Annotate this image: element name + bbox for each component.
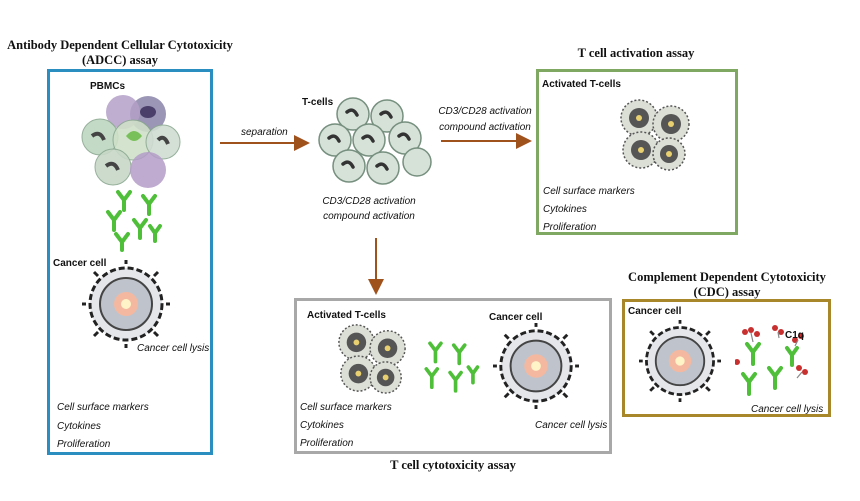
tcells-activation-line1: CD3/CD28 activation	[322, 196, 416, 207]
cytotoxicity-assay-box: Activated T-cells Cancer cell Cell surfa…	[294, 298, 612, 454]
antibody-group-icon	[106, 190, 162, 252]
adcc-readout-cytokines: Cytokines	[57, 421, 101, 432]
pbmc-cluster-icon	[81, 95, 181, 188]
adcc-readout-markers: Cell surface markers	[57, 402, 149, 413]
cancer-cell-icon	[82, 260, 170, 348]
cytotoxicity-cancer-label: Cancer cell	[489, 312, 543, 323]
tcells-label: T-cells	[302, 97, 334, 108]
adcc-title-line2: (ADCC) assay	[81, 53, 159, 67]
cytotoxicity-lysis-label: Cancer cell lysis	[535, 420, 608, 431]
activated-tcell-cluster-icon	[620, 99, 690, 171]
cytotoxicity-readout-markers: Cell surface markers	[300, 402, 392, 413]
activation-arrow-text: CD3/CD28 activation compound activation	[432, 106, 538, 133]
cdc-title-line1: Complement Dependent Cytotoxicity	[628, 270, 826, 284]
c1q-label: C1q	[785, 330, 804, 341]
cdc-antibody-c1q-icon	[735, 325, 808, 396]
tcell-cluster-icon	[318, 97, 432, 185]
cdc-title: Complement Dependent Cytotoxicity (CDC) …	[610, 270, 844, 300]
cytotoxicity-assay-title: T cell cytotoxicity assay	[390, 458, 516, 472]
cytotoxicity-cancer-cell-icon	[493, 323, 579, 409]
activation-arrow-line1: CD3/CD28 activation	[438, 106, 532, 117]
cytotoxicity-readout-cytokines: Cytokines	[300, 420, 344, 431]
cdc-lysis-label: Cancer cell lysis	[751, 404, 824, 415]
activation-assay-title: T cell activation assay	[577, 46, 695, 60]
activation-readout-proliferation: Proliferation	[543, 222, 597, 233]
cytotoxicity-activated-label: Activated T-cells	[307, 310, 386, 321]
separation-label: separation	[241, 127, 288, 138]
tcells-activation-line2: compound activation	[323, 211, 415, 222]
activation-readout-markers: Cell surface markers	[543, 186, 635, 197]
activation-arrow-line2: compound activation	[439, 122, 531, 133]
adcc-readout-proliferation: Proliferation	[57, 439, 111, 450]
cdc-cancer-label: Cancer cell	[628, 306, 682, 317]
cytotoxicity-readout-proliferation: Proliferation	[300, 438, 354, 449]
adcc-title-line1: Antibody Dependent Cellular Cytotoxicity	[7, 38, 233, 52]
adcc-lysis-label: Cancer cell lysis	[137, 343, 210, 354]
pbmc-label: PBMCs	[90, 81, 126, 92]
adcc-title: Antibody Dependent Cellular Cytotoxicity…	[0, 38, 240, 68]
cdc-cancer-cell-icon	[639, 320, 721, 402]
cytotoxicity-tcell-icon	[338, 324, 406, 394]
tcells-activation-text: CD3/CD28 activation compound activation	[306, 196, 432, 222]
cdc-title-line2: (CDC) assay	[693, 285, 761, 299]
cdc-box: Cancer cell C1q Can	[622, 299, 831, 417]
adcc-box: PBMCs Cancer cell	[47, 69, 213, 455]
activation-assay-cells-label: Activated T-cells	[542, 79, 621, 90]
adcc-cancer-label: Cancer cell	[53, 258, 107, 269]
cytotoxicity-antibody-icon	[424, 341, 480, 393]
activation-assay-box: Activated T-cells Cell surface markers C…	[536, 69, 738, 235]
activation-readout-cytokines: Cytokines	[543, 204, 587, 215]
